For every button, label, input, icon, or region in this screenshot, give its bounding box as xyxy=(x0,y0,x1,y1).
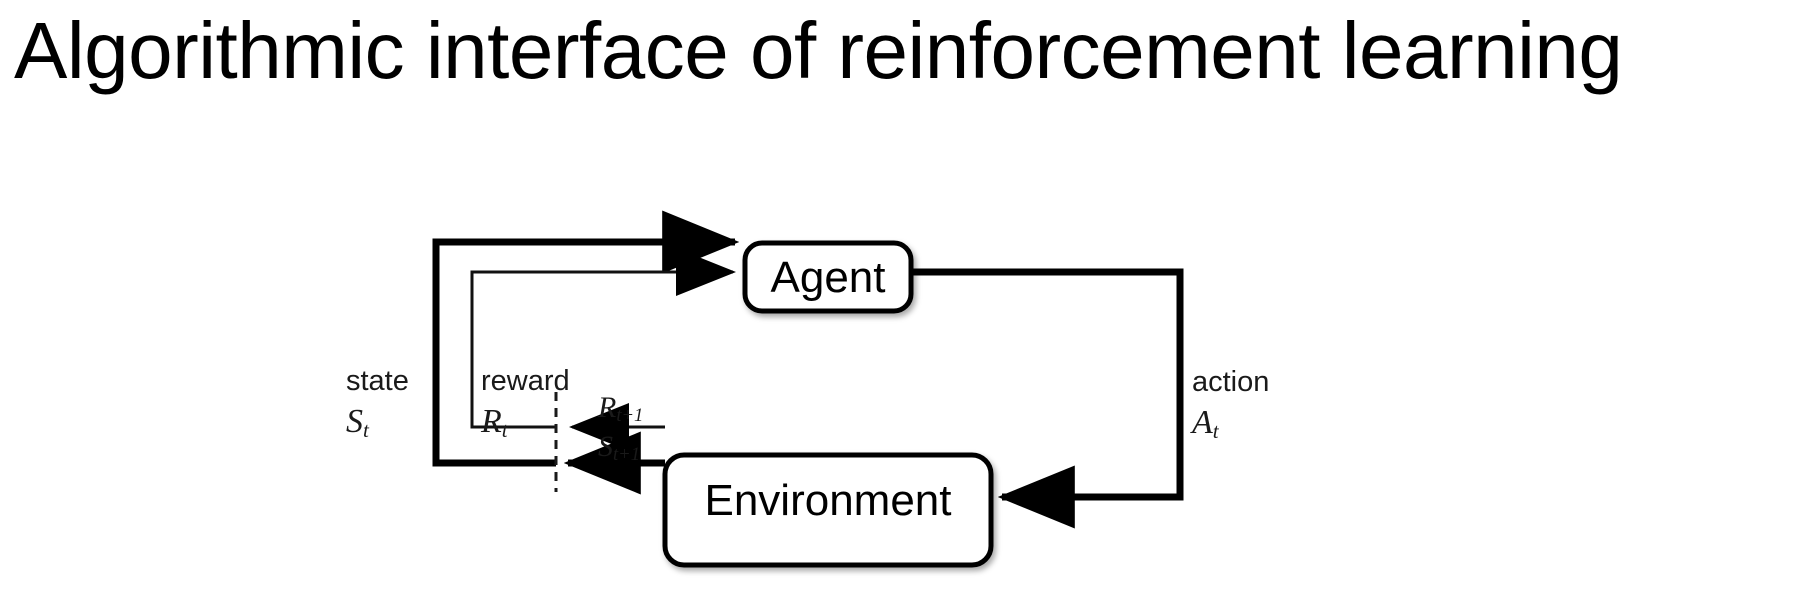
edge-action-to-environment xyxy=(912,268,1184,529)
edge-state-to-agent xyxy=(432,210,740,467)
edge-reward-to-agent xyxy=(470,248,736,429)
agent-node[interactable] xyxy=(742,240,914,314)
environment-node[interactable] xyxy=(662,452,994,568)
page-title: Algorithmic interface of reinforcement l… xyxy=(14,6,1623,95)
